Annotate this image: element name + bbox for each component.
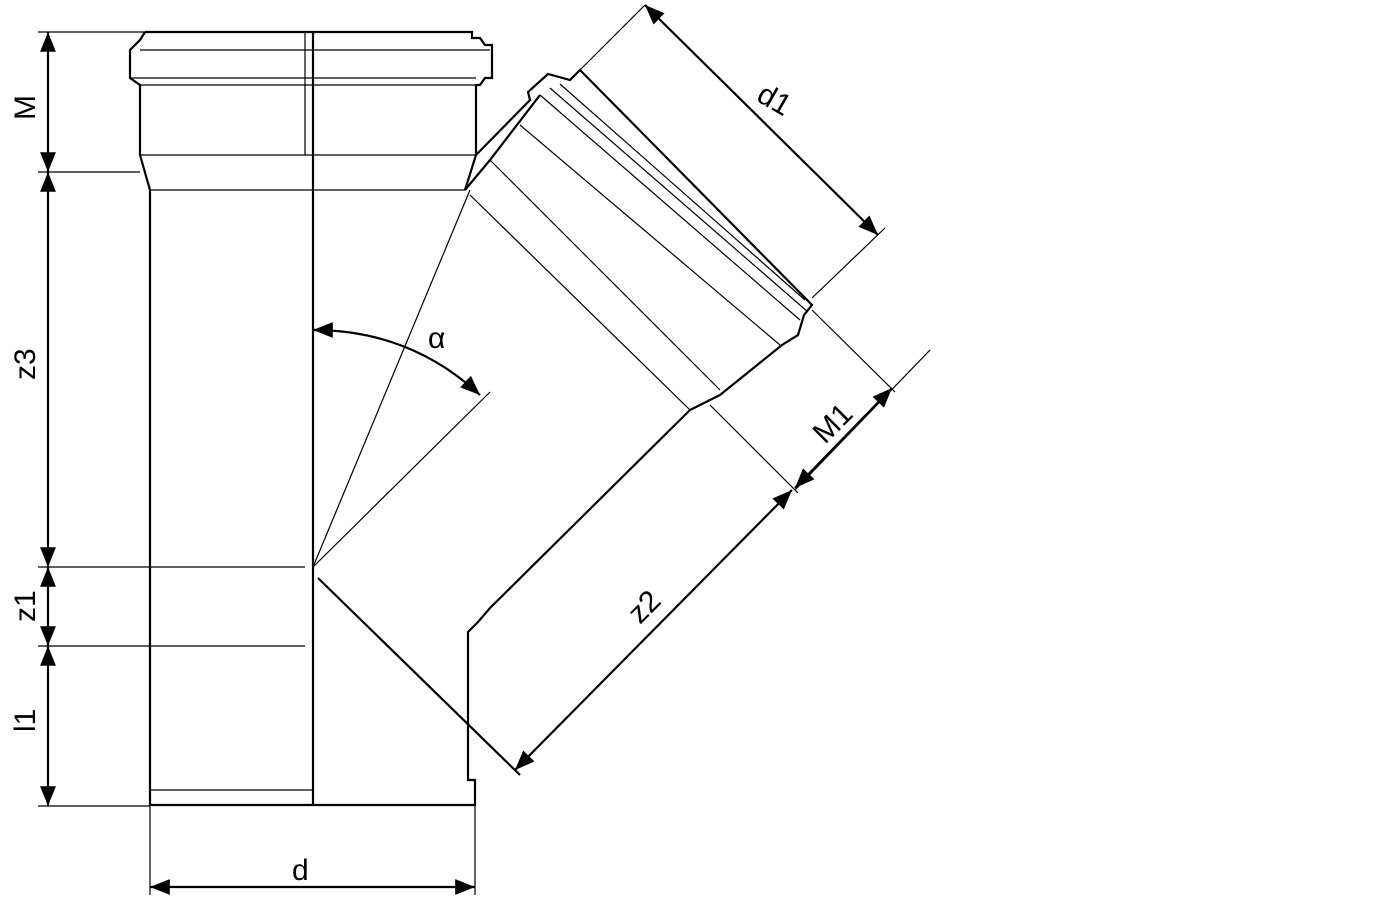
label-l1: l1 xyxy=(9,709,42,732)
extension-lines xyxy=(38,4,931,895)
dimension-lines xyxy=(40,4,893,895)
label-alpha: α xyxy=(428,322,445,355)
label-z1: z1 xyxy=(9,590,42,622)
branch-pipe xyxy=(464,68,814,609)
label-M: M xyxy=(9,95,42,120)
label-M1: M1 xyxy=(807,397,860,450)
label-z3: z3 xyxy=(9,348,42,380)
main-pipe xyxy=(128,30,494,807)
label-d: d xyxy=(292,854,309,887)
